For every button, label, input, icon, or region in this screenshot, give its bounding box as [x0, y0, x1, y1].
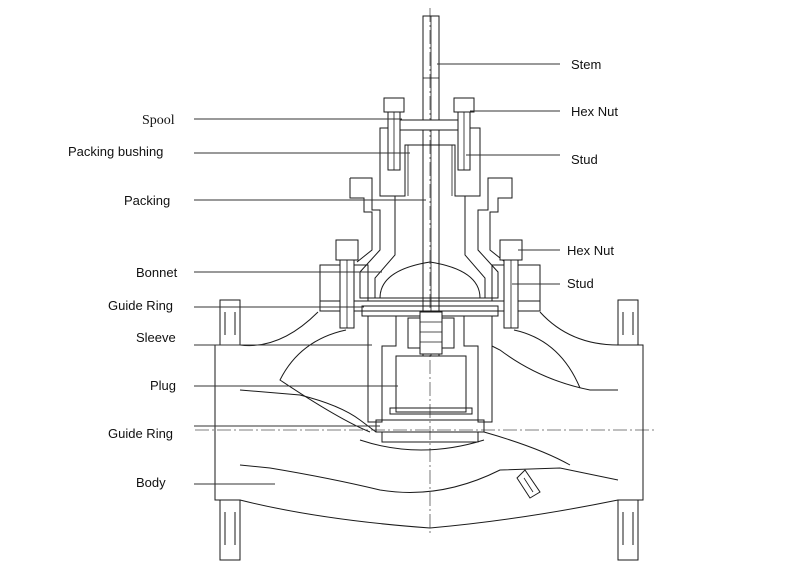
label-guide-ring-lower: Guide Ring [108, 426, 173, 441]
label-hex-nut-lower: Hex Nut [567, 243, 614, 258]
label-stud-upper: Stud [571, 152, 598, 167]
label-packing-bushing: Packing bushing [68, 144, 163, 159]
label-stem: Stem [571, 57, 601, 72]
stem-part [422, 15, 440, 357]
label-hex-nut-upper: Hex Nut [571, 104, 618, 119]
label-body: Body [136, 475, 166, 490]
label-guide-ring-upper: Guide Ring [108, 298, 173, 313]
label-spool: Spool [142, 113, 175, 128]
upper-stud-left [383, 97, 405, 171]
label-stud-lower: Stud [567, 276, 594, 291]
label-packing: Packing [124, 193, 170, 208]
bonnet-part [349, 177, 513, 299]
lower-stud-left [335, 239, 359, 329]
label-plug: Plug [150, 378, 176, 393]
lower-stud-right [499, 239, 523, 329]
plug-part [389, 355, 473, 415]
stem-connector [419, 311, 443, 355]
body-part [214, 299, 644, 561]
upper-stud-right [453, 97, 475, 171]
label-bonnet: Bonnet [136, 265, 178, 280]
label-sleeve: Sleeve [136, 330, 176, 345]
